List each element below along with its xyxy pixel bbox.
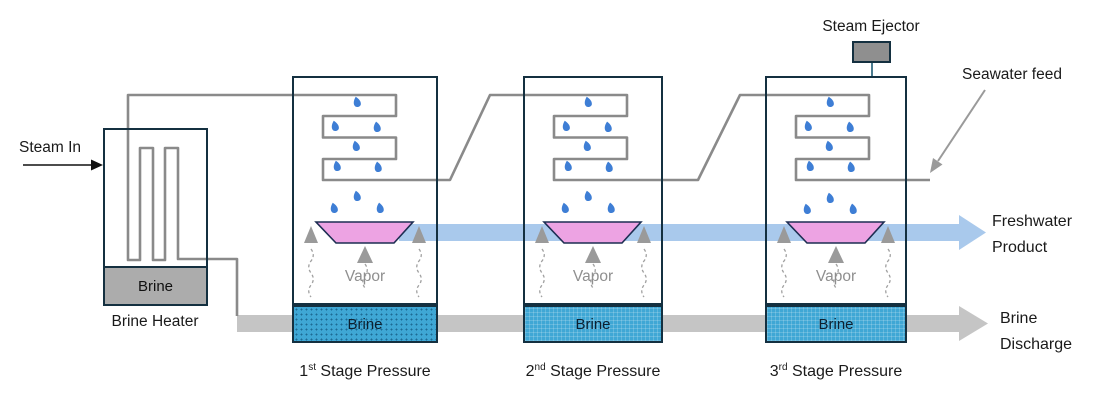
- stage3-vapor-arrows: [777, 226, 895, 263]
- stage2-vapor-label: Vapor: [572, 268, 614, 285]
- stage1-brine-label: Brine: [347, 315, 383, 333]
- stage1-flash-chamber: [292, 76, 438, 305]
- stage2-pressure-caption: 2nd Stage Pressure: [525, 362, 661, 380]
- steam-ejector-unit: [852, 41, 891, 63]
- stage3-brine-label: Brine: [818, 315, 854, 333]
- stage3-brine-pool: Brine: [765, 305, 907, 343]
- condenser-tube-path: [126, 93, 930, 316]
- heater-brine-pool: Brine: [105, 266, 206, 304]
- steam-in-label: Steam In: [19, 139, 82, 156]
- freshwater-arrowhead: [959, 215, 986, 250]
- steam-in-arrow: [23, 159, 103, 171]
- stage3-vapor-label: Vapor: [815, 268, 857, 285]
- stage2-brine-pool: Brine: [523, 305, 663, 343]
- stage2-flash-chamber: [523, 76, 663, 305]
- heater-brine-label: Brine: [137, 277, 174, 295]
- stage2-distillate-tray: [542, 221, 643, 244]
- stage2-brine-label: Brine: [575, 315, 611, 333]
- stage2-vapor-arrows: [535, 226, 651, 263]
- brine-discharge-arrowhead: [959, 306, 988, 341]
- stage3-distillate-tray: [785, 221, 886, 244]
- stage1-pressure-caption: 1st Stage Pressure: [299, 362, 431, 380]
- stage1-distillate-tray: [314, 221, 415, 244]
- stage3-pressure-caption: 3rd Stage Pressure: [769, 362, 903, 380]
- stage1-brine-pool: Brine: [292, 305, 438, 343]
- stage1-vapor-label: Vapor: [344, 268, 386, 285]
- stage1-vapor-arrows: [304, 226, 426, 263]
- seawater-feed-arrow: [930, 89, 986, 173]
- steam-ejector-label: Steam Ejector: [822, 18, 920, 35]
- brine-heater-vessel: Brine: [103, 128, 208, 306]
- brine-discharge-label: Brine Discharge: [1000, 310, 1073, 353]
- seawater-feed-label: Seawater feed: [962, 66, 1062, 83]
- freshwater-product-label: Freshwater Product: [992, 213, 1073, 256]
- brine-heater-caption: Brine Heater: [111, 313, 199, 330]
- stage3-flash-chamber: [765, 76, 907, 305]
